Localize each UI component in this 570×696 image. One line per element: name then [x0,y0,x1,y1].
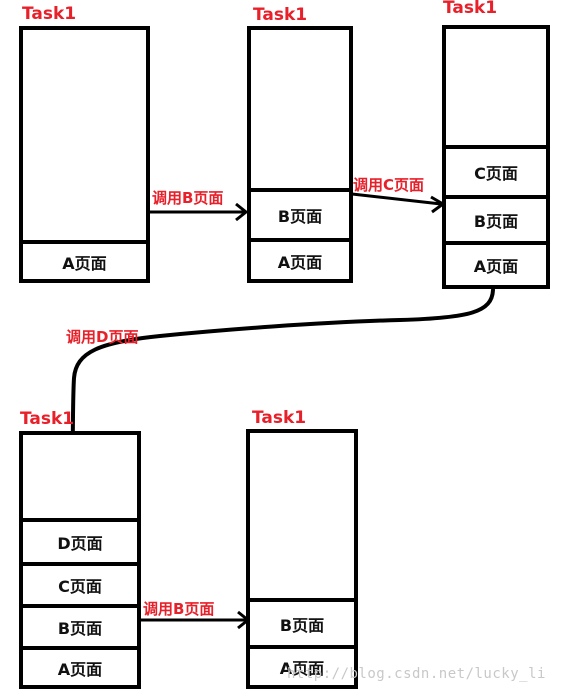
task-label-3: Task1 [443,0,498,18]
call-label-d: 调用D页面 [66,328,139,346]
stack-slot-a: A页面 [251,238,349,279]
task-label-1: Task1 [22,4,77,24]
watermark-text: http://blog.csdn.net/lucky_li [287,666,546,682]
task-stack-1: A页面 [19,26,150,283]
stack-slot-b: B页面 [250,598,354,645]
task-label-5: Task1 [252,408,307,428]
stack-slot-b: B页面 [446,195,546,241]
stack-slot-a: A页面 [250,645,354,685]
call-label-c: 调用C页面 [353,176,425,194]
stack-slot-a: A页面 [23,240,146,279]
stack-slot-b: B页面 [251,188,349,238]
arrow-call-c [351,192,442,206]
task-stack-2: B页面 A页面 [247,26,353,283]
task-stack-4: D页面 C页面 B页面 A页面 [19,431,141,689]
task-label-2: Task1 [253,5,308,25]
stack-slot-c: C页面 [446,145,546,195]
stack-slot-d: D页面 [23,518,137,562]
stack-slot-a: A页面 [446,241,546,285]
task-stack-5: B页面 A页面 [246,429,358,689]
stack-slot-c: C页面 [23,562,137,604]
stack-slot-a: A页面 [23,646,137,685]
task-stack-3: C页面 B页面 A页面 [442,25,550,289]
call-label-b-2: 调用B页面 [143,600,215,618]
arrowhead-call-b-1 [235,202,249,222]
task-label-4: Task1 [20,409,75,429]
arrow-call-d [68,288,495,522]
call-label-b-1: 调用B页面 [152,189,224,207]
stack-slot-b: B页面 [23,604,137,646]
